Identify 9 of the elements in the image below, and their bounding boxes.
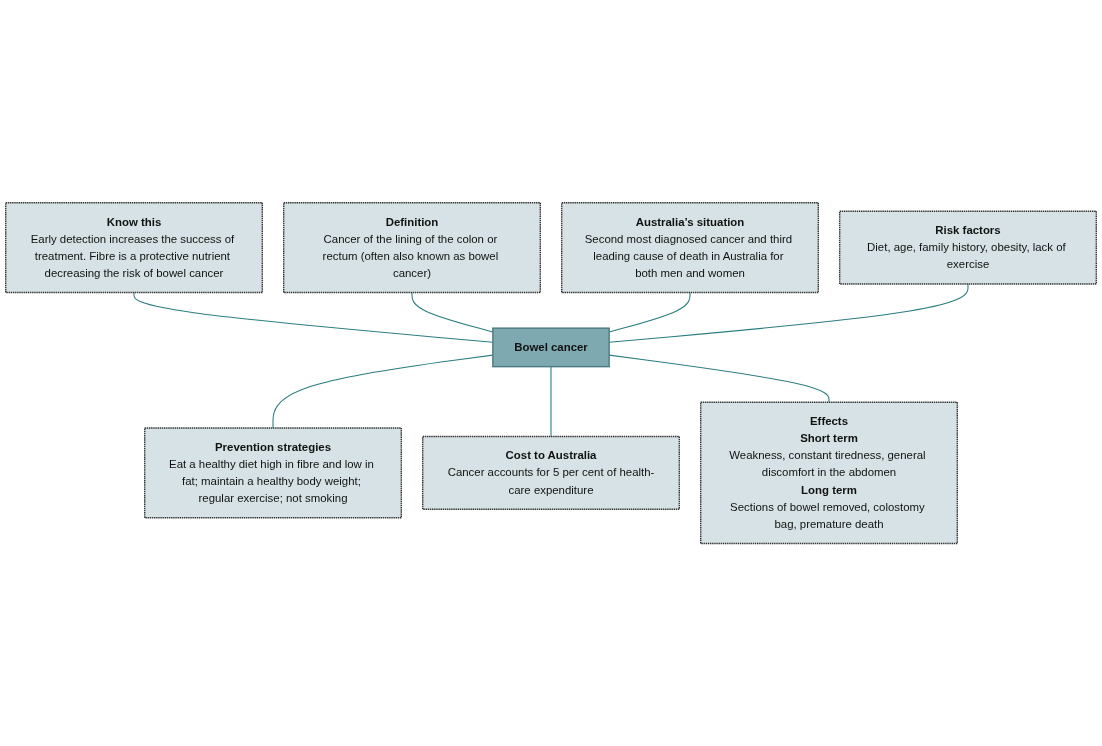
node-box: Cost to Australia Cancer accounts for 5 per cent of health-care expenditure xyxy=(422,435,680,510)
node-box: Australia’s situation Second most diagnosed cancer and third leading cause of death in Australia for both men and women xyxy=(560,201,819,294)
node-box: Bowel cancer xyxy=(492,327,610,368)
node-box: Effects Short term Weakness, constant tiredness, general discomfort in the abdomen Long term Sections of bowel removed, colostomy bag, premature death xyxy=(699,401,958,545)
node-box: Definition Cancer of the lining of the colon or rectum (often also known as bowel cancer) xyxy=(283,201,542,294)
connector xyxy=(550,366,552,437)
node-box: Know this Early detection increases the success of treatment. Fibre is a protective nutrient decreasing the risk of bowel cancer xyxy=(5,201,264,294)
node-box: Prevention strategies Eat a healthy diet high in fibre and low in fat; maintain a healthy body weight; regular exercise; not smoking xyxy=(144,427,403,519)
node-box: Risk factors Diet, age, family history, obesity, lack of exercise xyxy=(838,210,1097,285)
